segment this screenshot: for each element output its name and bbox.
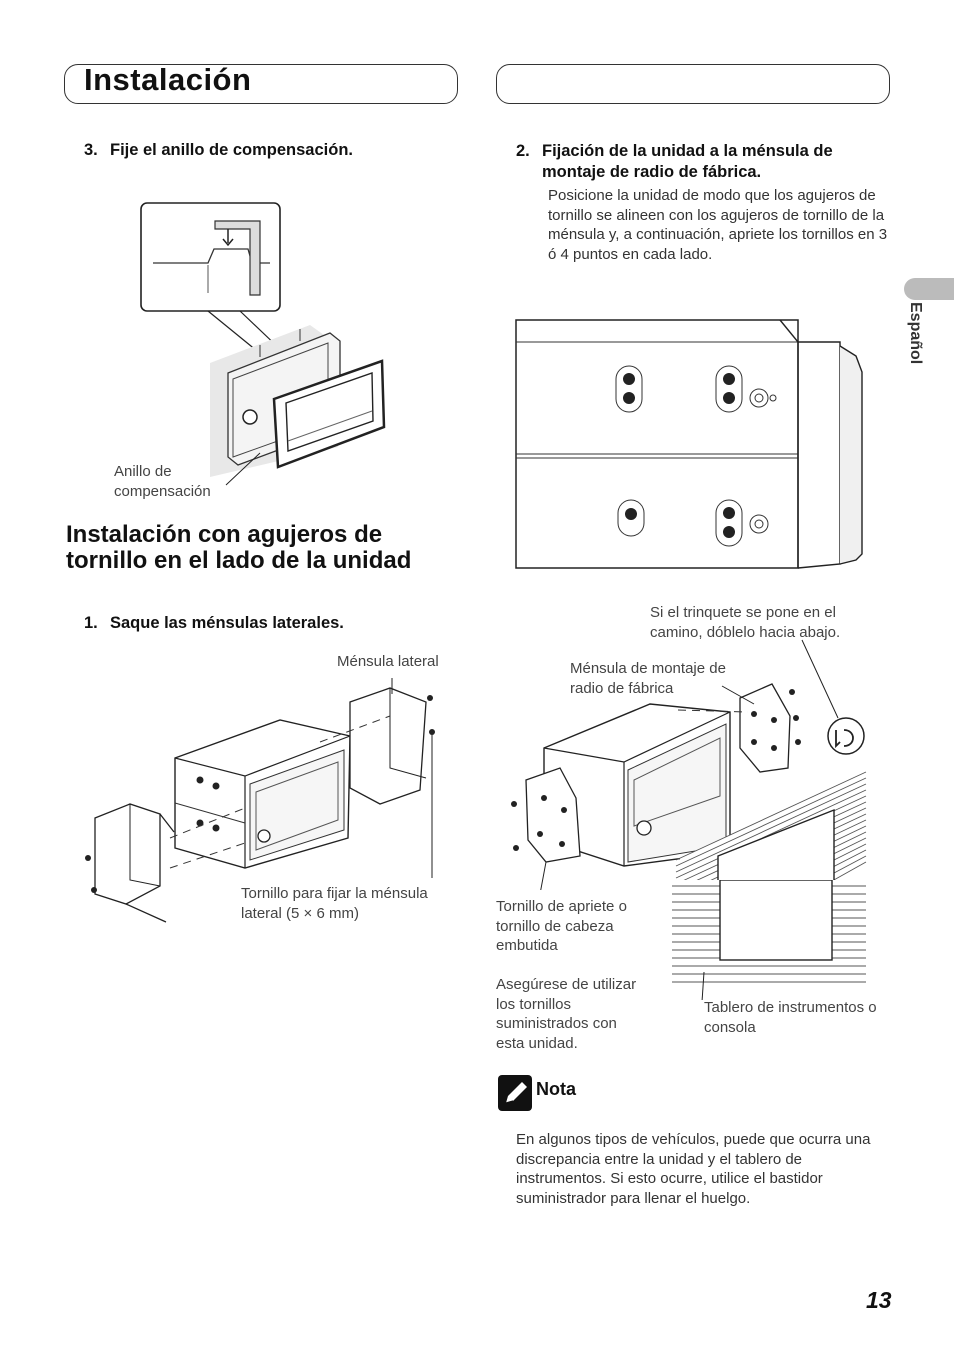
title-frame: [64, 64, 458, 104]
step-2-number: 2.: [516, 142, 530, 160]
section-heading: Instalación con agujeros de tornillo en …: [66, 521, 412, 574]
step-1-number: 1.: [84, 614, 98, 632]
step-2-text: Fijación de la unidad a la ménsula de mo…: [542, 142, 833, 181]
label-side-screw: Tornillo para fijar la ménsula lateral (…: [241, 885, 428, 922]
language-label: Español: [907, 302, 924, 365]
figure-side-brackets: [85, 678, 435, 923]
label-side-bracket: Ménsula lateral: [337, 653, 439, 670]
figure-trim-ring: [140, 202, 386, 486]
note-title: Nota: [536, 1079, 576, 1099]
label-tab-hint: Si el trinquete se pone en el camino, dó…: [650, 604, 841, 641]
label-tapping-screw: Tornillo de apriete o tornillo de cabeza…: [496, 898, 627, 954]
header-frame-right: [496, 64, 890, 104]
step-3-number: 3.: [84, 141, 98, 159]
step-3-text: Fije el anillo de compensación.: [110, 141, 353, 159]
note-icon: [498, 1075, 532, 1111]
label-trim-ring: Anillo de compensación: [114, 463, 211, 500]
step-1: 1. Saque las ménsulas laterales.: [84, 614, 444, 633]
step-2: 2. Fijación de la unidad a la ménsula de …: [516, 141, 896, 183]
label-factory-bracket: Ménsula de montaje de radio de fábrica: [570, 660, 726, 697]
dashboard-panel: [672, 880, 866, 1000]
step-2-body: Posicione la unidad de modo que los aguj…: [548, 187, 888, 263]
figure-side-holes: [515, 319, 863, 569]
page-title: Instalación: [84, 62, 252, 97]
step-1-text: Saque las ménsulas laterales.: [110, 614, 344, 632]
step-3: 3. Fije el anillo de compensación.: [84, 141, 444, 160]
page-number: 13: [866, 1287, 892, 1313]
figure-factory-bracket: [511, 639, 867, 890]
language-tab: [904, 278, 954, 300]
note-body: En algunos tipos de vehículos, puede que…: [516, 1131, 871, 1207]
label-use-supplied: Asegúrese de utilizar los tornillos sumi…: [496, 976, 637, 1052]
label-dashboard: Tablero de instrumentos o consola: [704, 999, 877, 1036]
